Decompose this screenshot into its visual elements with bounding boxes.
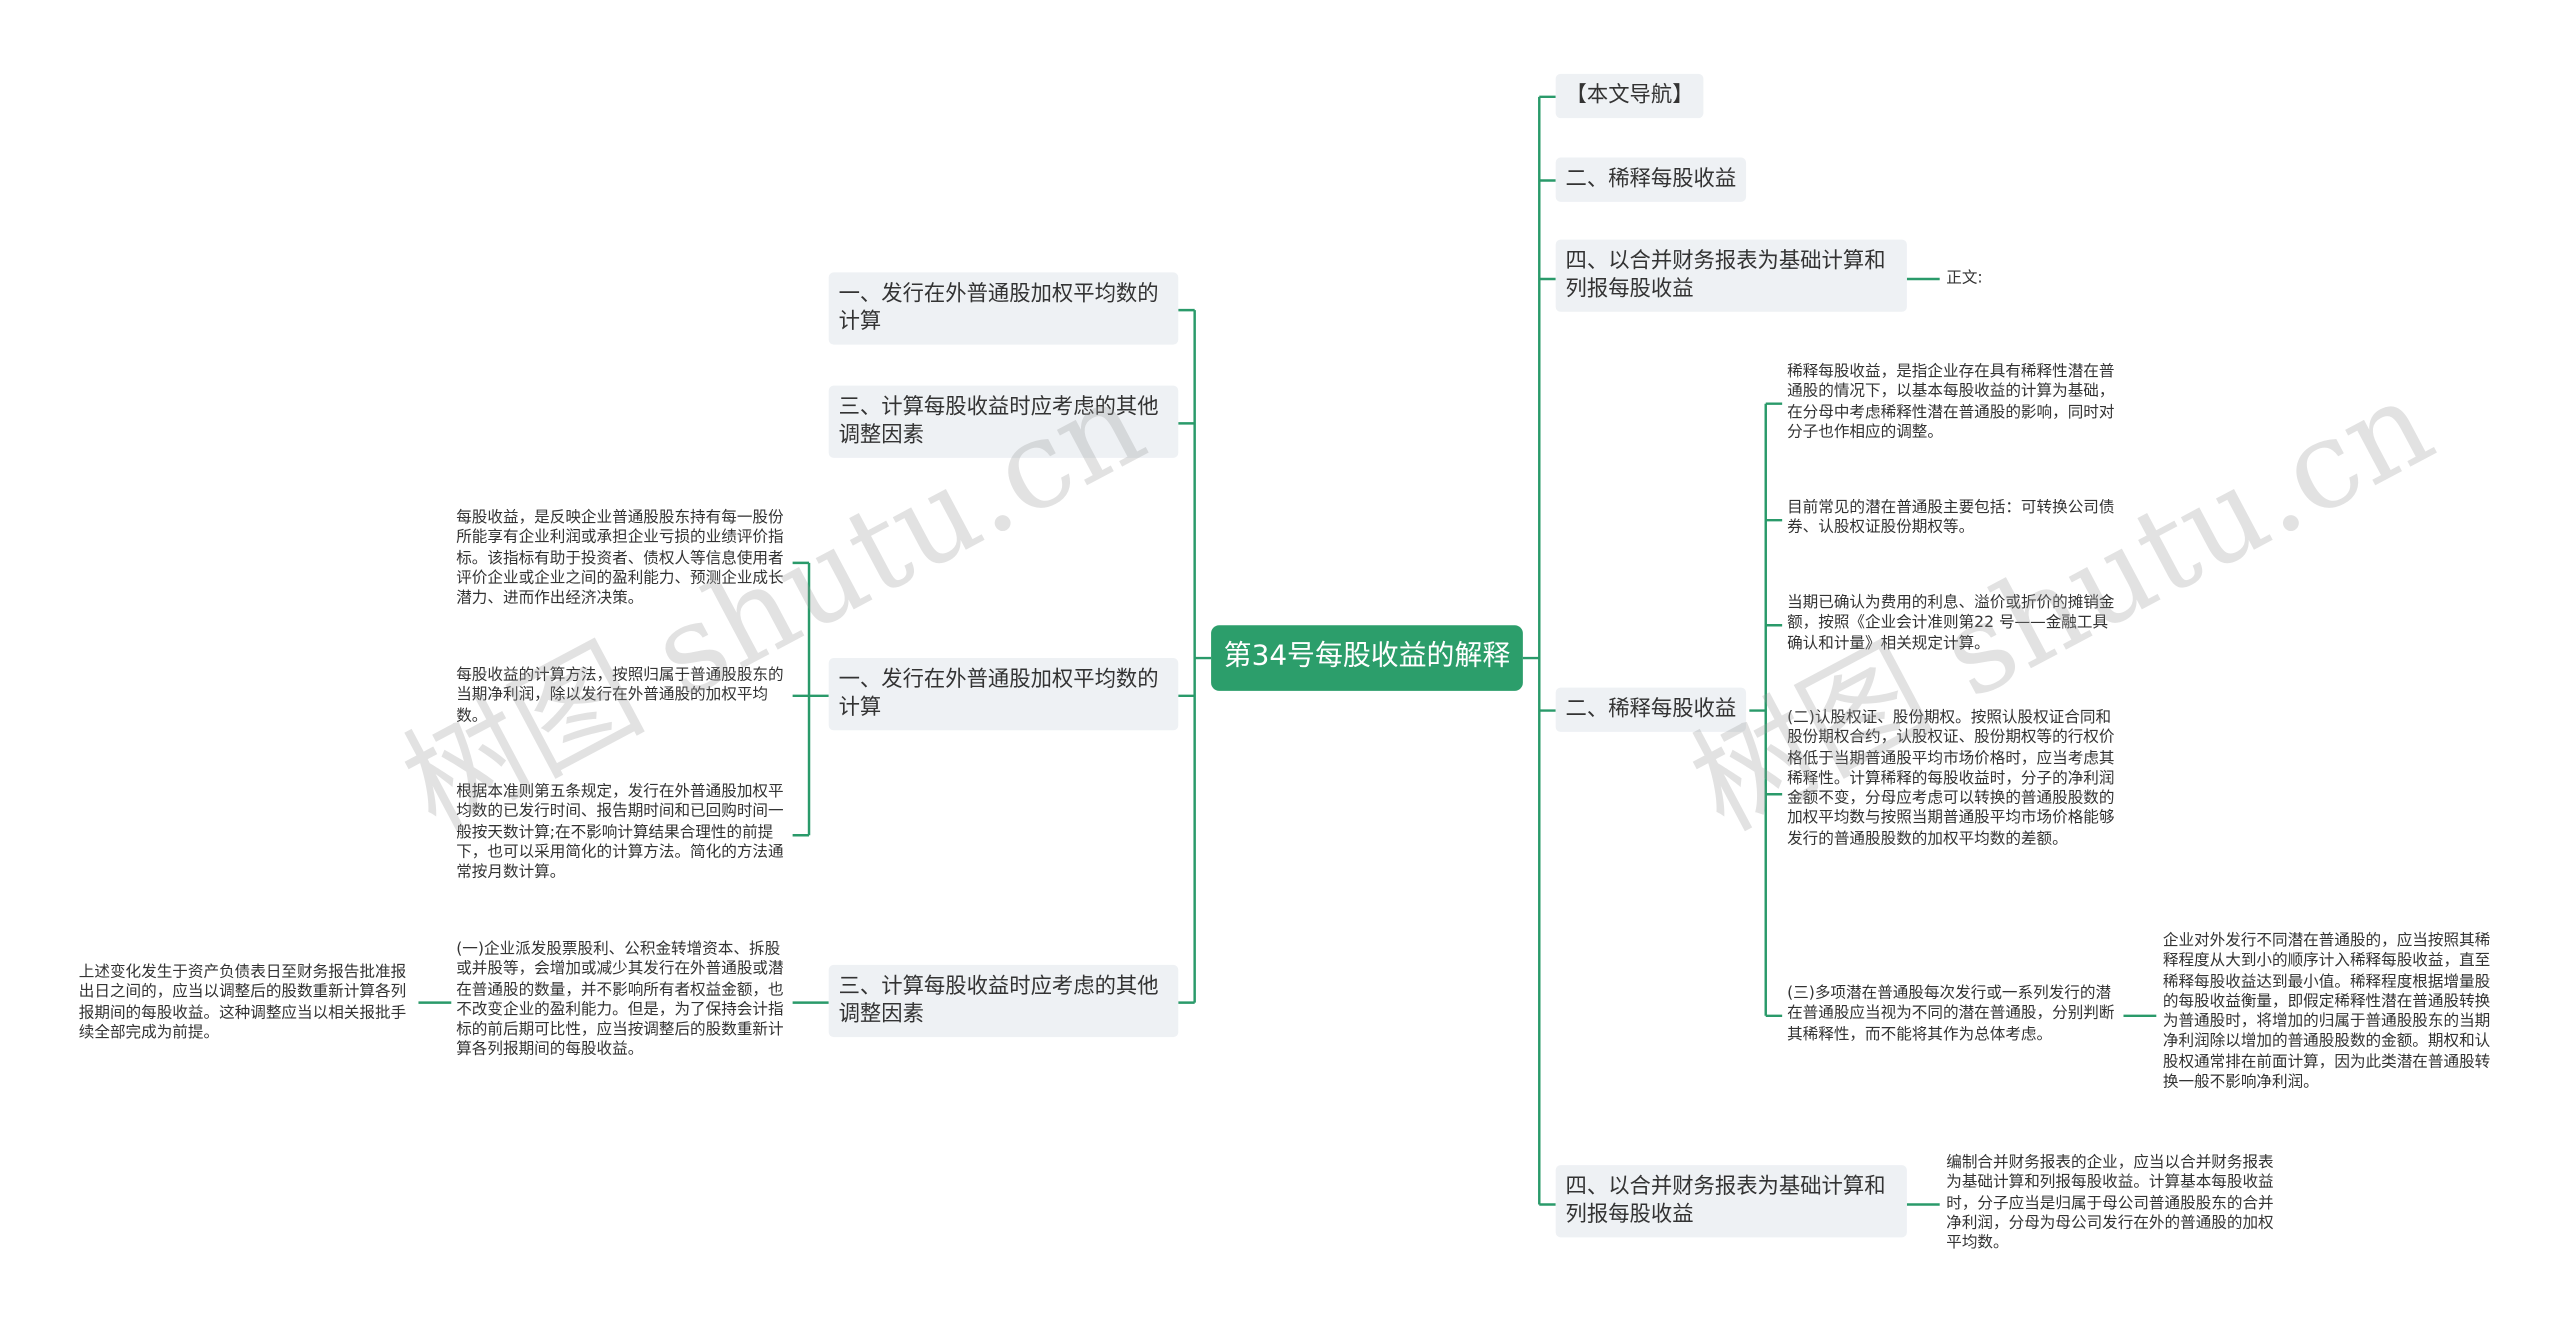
leaf-dilution-order: 企业对外发行不同潜在普通股的，应当按照其稀释程度从大到小的顺序计入稀释每股收益，… (2162, 932, 2491, 1092)
leaf-potential-shares: 目前常见的潜在普通股主要包括：可转换公司债券、认股权证股份期权等。 (1787, 498, 2115, 538)
leaf-eps-time-basis: 根据本准则第五条规定，发行在外普通股加权平均数的已发行时间、报告期时间和已回购时… (456, 782, 784, 882)
right-node-consolidated-eps-detail[interactable]: 四、以合并财务报表为基础计算和列报每股收益 (1555, 1165, 1907, 1238)
left-node-weighted-average[interactable]: 一、发行在外普通股加权平均数的计算 (828, 272, 1179, 345)
left-node-weighted-average-detail[interactable]: 一、发行在外普通股加权平均数的计算 (828, 658, 1179, 731)
right-node-diluted-eps[interactable]: 二、稀释每股收益 (1555, 157, 1747, 202)
right-node-navigation[interactable]: 【本文导航】 (1555, 73, 1704, 119)
right-node-diluted-eps-detail[interactable]: 二、稀释每股收益 (1555, 687, 1747, 732)
leaf-interest-amortization: 当期已确认为费用的利息、溢价或折价的摊销金额，按照《企业会计准则第22 号——金… (1787, 594, 2115, 653)
left-node-other-adjustments[interactable]: 三、计算每股收益时应考虑的其他调整因素 (828, 385, 1179, 458)
leaf-multiple-issues: (三)多项潜在普通股每次发行或一系列发行的潜在普通股应当视为不同的潜在普通股，分… (1787, 984, 2115, 1044)
root-node[interactable]: 第34号每股收益的解释 (1211, 625, 1523, 691)
leaf-eps-definition: 每股收益，是反映企业普通股股东持有每一股份所能享有企业利润或承担企业亏损的业绩评… (456, 508, 784, 608)
leaf-eps-calculation: 每股收益的计算方法，按照归属于普通股股东的当期净利润，除以发行在外普通股的加权平… (456, 666, 784, 725)
leaf-consolidated-calc: 编制合并财务报表的企业，应当以合并财务报表为基础计算和列报每股收益。计算基本每股… (1946, 1153, 2274, 1253)
right-node-consolidated-eps[interactable]: 四、以合并财务报表为基础计算和列报每股收益 (1555, 239, 1907, 312)
leaf-post-balance-sheet: 上述变化发生于资产负债表日至财务报告批准报出日之间的，应当以调整后的股数重新计算… (78, 963, 407, 1042)
leaf-body-label: 正文: (1946, 269, 1983, 288)
leaf-stock-dividend: (一)企业派发股票股利、公积金转增资本、拆股或并股等，会增加或减少其发行在外普通… (456, 940, 784, 1060)
left-node-other-adjustments-detail[interactable]: 三、计算每股收益时应考虑的其他调整因素 (828, 964, 1179, 1038)
leaf-warrants-options: (二)认股权证、股份期权。按照认股权证合同和股份期权合约，认股权证、股份期权等的… (1787, 708, 2115, 849)
leaf-diluted-definition: 稀释每股收益，是指企业存在具有稀释性潜在普通股的情况下，以基本每股收益的计算为基… (1787, 362, 2115, 442)
